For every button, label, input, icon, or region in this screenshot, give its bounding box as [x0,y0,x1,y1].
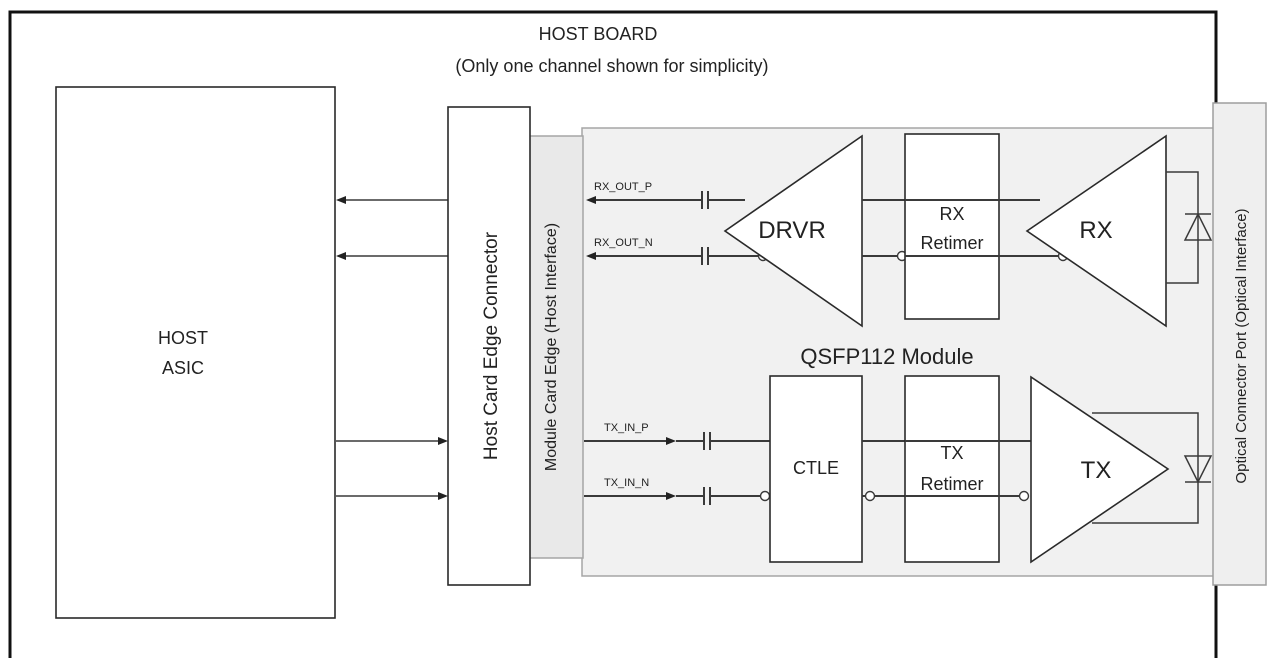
rx-n-host-arrow [336,252,346,260]
host-card-edge-connector [447,106,531,586]
laser-driver-loop [1092,412,1199,524]
rx-label: RX [1079,217,1112,244]
tx-retimer [904,375,1000,563]
tx-in-n-arrow [666,492,676,500]
optical-connector-port-label: Optical Connector Port (Optical Interfac… [1233,208,1250,483]
host-card-edge-connector-label: Host Card Edge Connector [481,231,502,460]
rx-path: RX_OUT_P RX_OUT_N DRVR RX Retimer RX [586,133,1213,328]
tx-n-host-arrow [438,492,448,500]
rx-out-p-arrow [586,196,596,204]
optical-connector-port [1212,102,1267,586]
laser-diode-icon [1183,455,1213,484]
tx-path: TX_IN_P TX_IN_N CTLE TX Retimer TX [584,375,1213,564]
ctle-inverting-bubble [759,490,771,502]
module-card-edge-label: Module Card Edge (Host Interface) [543,223,560,471]
rx-retimer-label-line1: RX [939,204,964,224]
rx-retimer-label-line2: Retimer [920,233,983,253]
rx-p-host-arrow [336,196,346,204]
ctle-label: CTLE [793,458,839,478]
host-board-title: HOST BOARD [539,24,658,44]
rx-amplifier [1025,134,1167,328]
host-asic-label-line1: HOST [158,328,208,348]
rx-out-p-label: RX_OUT_P [594,181,652,193]
drvr-amplifier [723,134,863,328]
rx-out-n-label: RX_OUT_N [594,237,653,249]
tx-in-p-label: TX_IN_P [604,422,649,434]
asic-traces [336,196,448,500]
tx-amp-inverting-bubble [1018,490,1030,502]
host-board-subtitle: (Only one channel shown for simplicity) [455,56,768,76]
tx-retimer-label-line1: TX [940,443,963,463]
photodiode-loop [1166,171,1199,284]
tx-retimer-label-line2: Retimer [920,474,983,494]
tx-label: TX [1081,457,1112,484]
drvr-label: DRVR [758,217,826,244]
photodiode-icon [1183,212,1213,241]
tx-in-p-arrow [666,437,676,445]
ctle-block [769,375,863,563]
host-asic-box [55,86,336,619]
tx-in-n-label: TX_IN_N [604,477,649,489]
tx-p-host-arrow [438,437,448,445]
host-asic-label-line2: ASIC [162,358,204,378]
tx-retimer-inverting-bubble [864,490,876,502]
host-asic: HOST ASIC [55,86,336,619]
module-label: QSFP112 Module [800,344,973,369]
rx-retimer [904,133,1000,320]
tx-amplifier [1030,375,1170,564]
rx-out-n-arrow [586,252,596,260]
